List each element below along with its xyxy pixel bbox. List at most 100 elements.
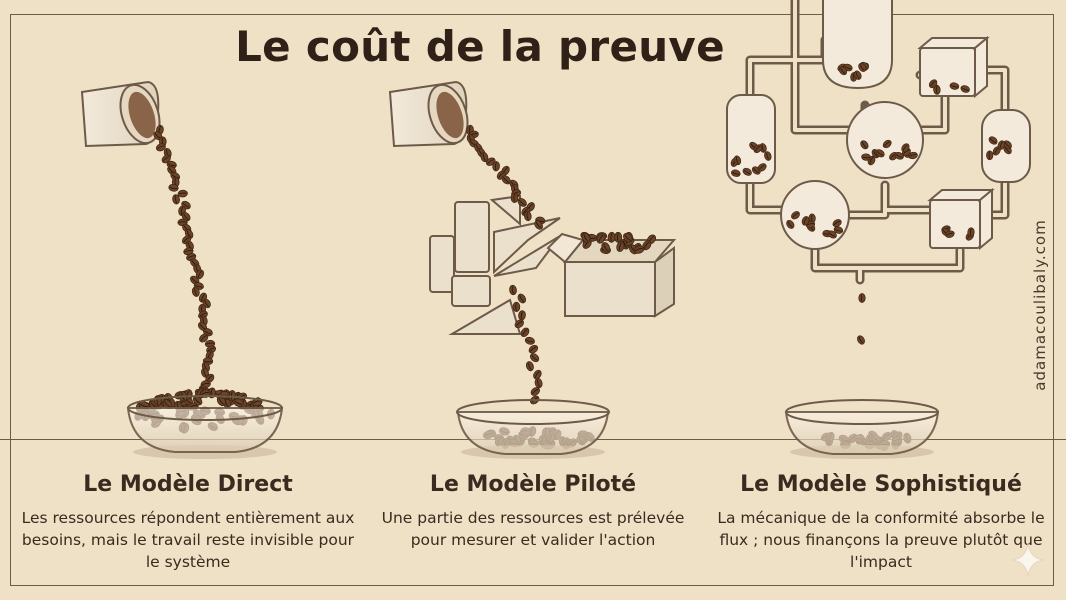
website-url: adamacoulibaly.com [1031,219,1049,391]
coffee-bean-stream [153,124,217,395]
border-frame [10,14,1054,586]
coffee-bean [858,62,867,72]
coffee-bean [764,151,772,161]
coffee-bean [967,227,975,238]
cardboard-box-icon [546,232,677,318]
coffee-bean [523,210,532,222]
coffee-bean [492,161,500,172]
coffee-bean [172,194,180,205]
coffee-bean [596,233,606,244]
coffee-bean [786,219,795,229]
coffee-bean [480,152,489,163]
coffee-bean [838,66,848,76]
coffee-bean [861,153,871,161]
coffee-bean [894,151,904,160]
coffee-bean [960,85,970,93]
coffee-bean [986,150,994,161]
coffee-bean [949,82,960,90]
coffee-bean [219,390,230,400]
coffee-bean [581,232,591,243]
coffee-bean [731,169,741,177]
coffee-bean [233,398,244,407]
coffee-bean [524,336,535,345]
coffee-bean [201,367,209,378]
coffee-bean [791,211,800,220]
coffee-bean [858,293,866,303]
coffee-bean [933,85,941,95]
direct-model-description: Les ressources répondent entièrement aux… [21,509,355,571]
coffee-bean [501,175,511,185]
coffee-bean [509,284,517,296]
sophisticated-model-title: Le Modèle Sophistiqué [740,472,1022,497]
coffee-bean [529,353,540,363]
coffee-bean [857,335,865,345]
coffee-bean [533,369,542,380]
coffee-bean [162,399,173,409]
coffee-bean [514,319,524,329]
coffee-bean [177,189,188,198]
coffee-bean [757,163,767,172]
coffee-bean [512,301,521,313]
coffee-bean [534,220,543,230]
coffee-bean [153,395,162,407]
coffee-bean [945,230,955,238]
coffee-bean [168,183,179,192]
coffee-bean [520,327,530,338]
sophisticated-model-description: La mécanique de la conformité absorbe le… [717,509,1045,571]
coffee-bean [534,378,543,389]
machine-beans [730,61,1012,345]
coffee-bean-stream [466,124,657,405]
glass-bowl-icon [126,395,284,459]
website-credit: adamacoulibaly.com [1030,210,1050,400]
coffee-bean [517,197,527,207]
coffee-bean [161,154,171,164]
coffee-bean [517,293,527,304]
pouring-cup-icon [80,80,161,148]
glass-bowl-icon [456,399,610,459]
coffee-bean [988,136,998,145]
piloted-model-description: Une partie des ressources est prélevée p… [381,509,685,549]
coffee-bean [832,219,842,228]
coffee-bean [633,245,645,254]
coffee-bean [642,240,652,251]
coffee-bean [742,167,752,176]
coffee-bean [530,387,540,396]
direct-model-illustration [80,80,284,459]
coffee-bean [901,143,910,153]
coffee-bean [801,216,810,226]
piloted-model-title: Le Modèle Piloté [429,472,637,497]
direct-model-title: Le Modèle Direct [83,472,293,497]
glass-bowl-icon [784,399,940,459]
page-title: Le coût de la preuve [235,22,725,71]
coffee-bean [191,286,200,297]
coffee-bean [614,231,623,243]
coffee-bean [833,226,844,234]
coffee-bean [860,140,869,150]
coffee-bean [528,344,539,354]
coffee-bean [753,144,762,154]
coffee-bean [623,232,633,243]
piloted-model-illustration [388,80,677,459]
coffee-bean [997,140,1006,150]
coffee-bean [192,395,203,406]
coffee-bean [601,242,611,253]
coffee-bean [155,143,166,152]
pouring-cup-icon [388,80,469,148]
coffee-bean [153,131,163,141]
coffee-bean [882,139,892,149]
coffee-bean [525,361,534,372]
tangram-blocks-icon [429,194,561,335]
coffee-bean [195,269,205,280]
coffee-bean [199,333,209,343]
coffee-bean [733,155,742,166]
coffee-bean [853,70,862,80]
sophisticated-model-illustration [726,0,1031,459]
coffee-bean [204,339,216,348]
coffee-bean [518,310,526,321]
coffee-bean [827,230,837,239]
coffee-bean [510,192,519,204]
sparkle-icon [1011,543,1045,577]
coffee-bean [875,149,885,158]
